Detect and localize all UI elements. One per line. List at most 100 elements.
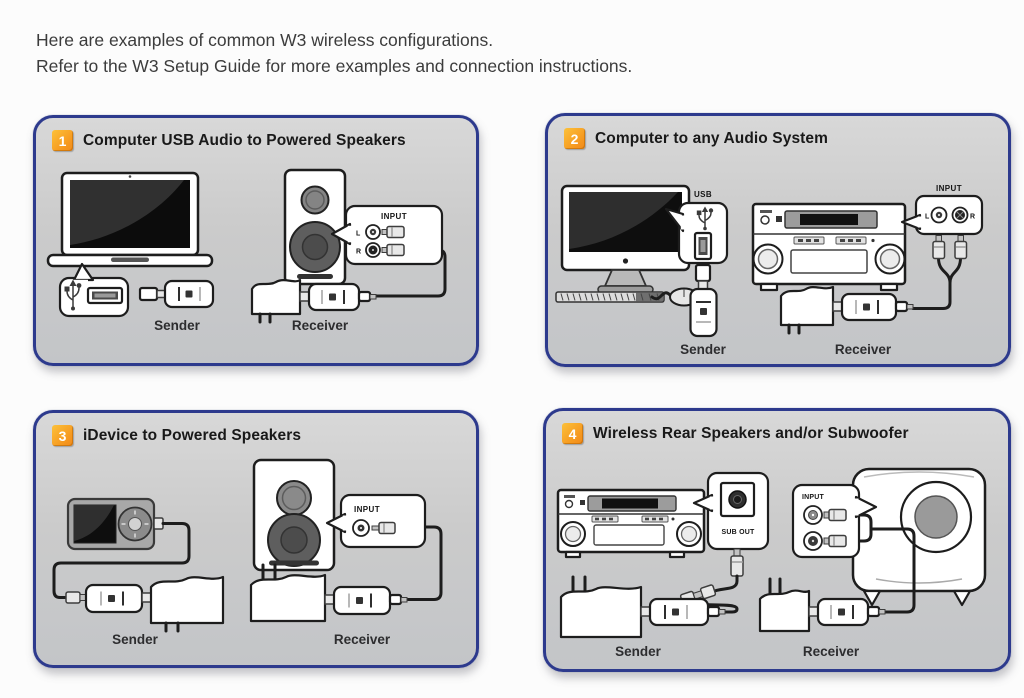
rca-y-cable: [911, 256, 962, 310]
input-callout: INPUT L R: [330, 204, 444, 266]
rca-jack-left-icon: [930, 206, 948, 224]
sender-label: Sender: [154, 318, 201, 333]
panel-4-title: Wireless Rear Speakers and/or Subwoofer: [593, 424, 909, 442]
config-panel-2: 2 Computer to any Audio System: [545, 113, 1011, 367]
right-channel-label: R: [970, 214, 975, 221]
av-receiver: [556, 488, 706, 559]
keyboard: [555, 291, 665, 303]
av-receiver: [751, 202, 907, 292]
sender-label: Sender: [615, 644, 662, 659]
intro-line-2: Refer to the W3 Setup Guide for more exa…: [36, 56, 633, 77]
panel-3-title: iDevice to Powered Speakers: [83, 426, 302, 444]
panel-2-number-badge: 2: [564, 128, 585, 149]
right-channel-label: R: [356, 249, 361, 256]
sub-out-callout-title: SUB OUT: [722, 529, 755, 536]
power-adapter: [249, 573, 327, 623]
usb-port-callout: [58, 262, 130, 318]
panel-3-number-badge: 3: [52, 425, 73, 446]
ipod: [66, 497, 164, 551]
input-callout-title: INPUT: [802, 494, 825, 501]
sender-unit: [65, 575, 225, 633]
receiver-label: Receiver: [835, 342, 892, 357]
sender-unit: [138, 279, 215, 309]
rca-plug: [730, 548, 744, 577]
rca-plug-right-icon: [823, 534, 847, 548]
powered-speaker: [283, 168, 347, 286]
w3-receiver-dongle: [816, 597, 870, 627]
w3-sender-dongle: [163, 279, 215, 309]
panel-1-title: Computer USB Audio to Powered Speakers: [83, 131, 406, 149]
panel-4-number-badge: 4: [562, 423, 583, 444]
panel-4-title-row: 4 Wireless Rear Speakers and/or Subwoofe…: [562, 423, 909, 444]
receiver-unit: [249, 563, 408, 623]
receiver-unit: [250, 278, 377, 324]
rca-jack-icon: [719, 481, 756, 518]
rca-jack-right-icon: [803, 531, 823, 551]
subwoofer: [851, 467, 987, 607]
receiver-label: Receiver: [334, 632, 391, 647]
panel-2-title-row: 2 Computer to any Audio System: [564, 128, 828, 149]
sender-unit: [559, 575, 726, 639]
subwoofer-foot: [862, 589, 882, 607]
subwoofer-foot: [952, 589, 972, 607]
w3-receiver-dongle: [307, 282, 361, 312]
audio-cable: [52, 522, 191, 599]
panel-3-title-row: 3 iDevice to Powered Speakers: [52, 425, 301, 446]
mini-plug-icon: [371, 521, 396, 535]
panel-1-number-badge: 1: [52, 130, 73, 151]
intro-text: Here are examples of common W3 wireless …: [36, 27, 632, 80]
usb-callout: USB: [664, 190, 729, 265]
panel-2-diagram: USB: [555, 184, 984, 357]
panel-1-title-row: 1 Computer USB Audio to Powered Speakers: [52, 130, 406, 151]
intro-line-1: Here are examples of common W3 wireless …: [36, 30, 494, 50]
usb-trident-icon: [696, 206, 714, 231]
usb-callout-title: USB: [694, 190, 712, 199]
config-panel-3: 3 iDevice to Powered Speakers: [33, 410, 479, 668]
receiver-label: Receiver: [292, 318, 349, 333]
sub-input-cable: [869, 527, 916, 614]
w3-receiver-dongle: [332, 585, 392, 616]
audio-cable-2: [393, 525, 443, 601]
panel-4-diagram: SUB OUT: [556, 467, 987, 659]
w3-sender-dongle: [84, 583, 144, 614]
sender-unit: [689, 263, 718, 338]
input-callout: INPUT: [791, 483, 878, 559]
input-callout-title: INPUT: [936, 184, 962, 193]
rca-jack-left-icon: [365, 224, 381, 240]
rca-plugs: [932, 235, 968, 260]
sub-cable-top: [710, 574, 739, 594]
usb-trident-icon: [64, 279, 82, 311]
power-adapter: [250, 278, 302, 316]
sender-label: Sender: [112, 632, 159, 647]
rca-jack-right-icon: [365, 242, 381, 258]
config-panel-1: 1 Computer USB Audio to Powered Speakers: [33, 115, 479, 366]
rca-jack-left-icon: [803, 505, 823, 525]
panel-3-diagram: Sender INPUT: [52, 458, 443, 647]
input-callout: INPUT L R: [900, 184, 984, 236]
powered-speaker: [252, 458, 336, 572]
laptop: [46, 171, 214, 268]
input-callout-title: INPUT: [354, 505, 380, 514]
rca-jack-right-icon: [951, 206, 969, 224]
left-channel-label: L: [356, 231, 361, 238]
power-adapter: [758, 589, 811, 633]
panel-1-diagram: Sender INPUT L: [46, 168, 447, 333]
sub-out-callout: SUB OUT: [692, 471, 770, 551]
receiver-unit: [758, 577, 886, 633]
w3-receiver-dongle: [840, 292, 898, 322]
receiver-label: Receiver: [803, 644, 860, 659]
sender-label: Sender: [680, 342, 727, 357]
power-adapter: [559, 585, 643, 639]
receiver-buttons: [793, 236, 875, 245]
input-callout-title: INPUT: [381, 212, 407, 221]
panel-2-title: Computer to any Audio System: [595, 129, 829, 147]
imac: [555, 184, 699, 307]
usb-port-icon: [86, 286, 124, 305]
left-channel-label: L: [925, 214, 930, 221]
w3-sender-dongle: [648, 597, 710, 627]
usb-port-icon: [693, 231, 713, 261]
power-adapter: [149, 575, 225, 625]
receiver-unit: [779, 285, 914, 335]
mini-jack-icon: [352, 519, 370, 537]
